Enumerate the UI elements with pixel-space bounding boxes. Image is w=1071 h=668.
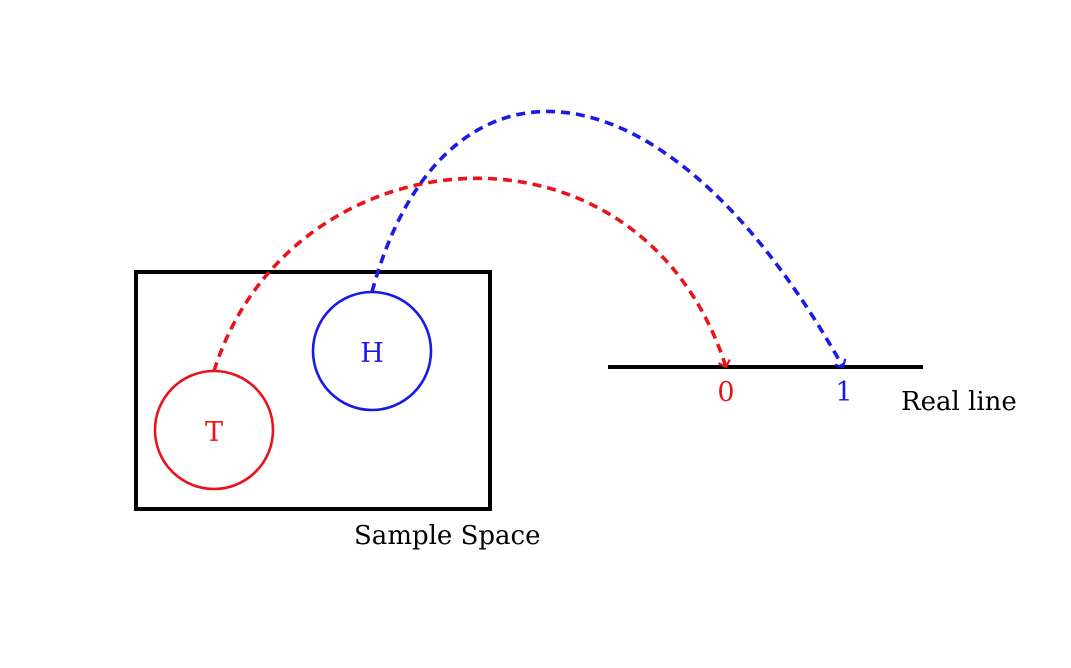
heads-to-one-arrow [370,109,847,369]
one-point-label: 1 [835,377,852,408]
tails-to-zero-arrow [212,176,731,372]
sample-space-label: Sample Space [354,521,540,551]
sample-space-box [134,270,492,511]
real-line-label: Real line [901,387,1017,417]
zero-point-label: 0 [717,377,734,408]
tails-label: T [205,417,223,448]
heads-label: H [360,338,384,369]
